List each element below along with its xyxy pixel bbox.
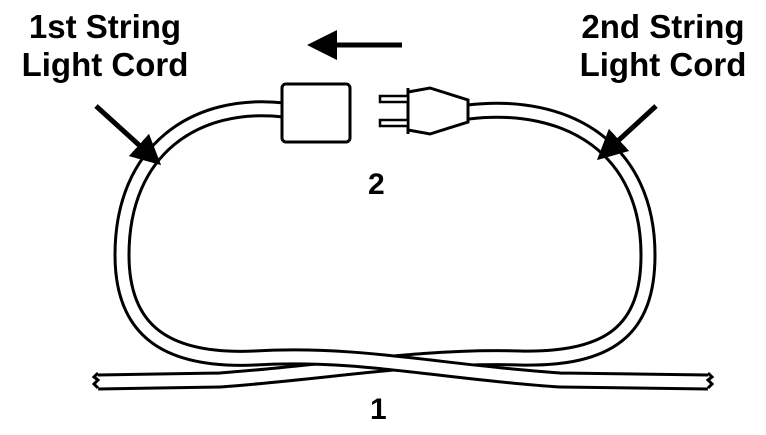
cord-end-right: [705, 371, 715, 390]
second-cord-label: 2nd String Light Cord: [560, 8, 766, 84]
first-cord-label: 1st String Light Cord: [0, 8, 210, 84]
cord-end-left: [91, 371, 101, 390]
first-string-cord: [113, 100, 709, 391]
socket-connector: [280, 82, 352, 144]
second-cord-label-line2: Light Cord: [579, 46, 747, 83]
first-cord-label-line2: Light Cord: [21, 46, 189, 83]
pointer-arrow-second-cord: [596, 104, 658, 161]
second-cord-label-line1: 2nd String: [581, 8, 745, 45]
first-cord-label-line1: 1st String: [28, 8, 182, 45]
plug-connector: [378, 86, 470, 136]
step-2-label: 2: [368, 168, 385, 201]
pointer-arrow-first-cord: [94, 104, 162, 166]
step-1-label: 1: [370, 393, 387, 426]
